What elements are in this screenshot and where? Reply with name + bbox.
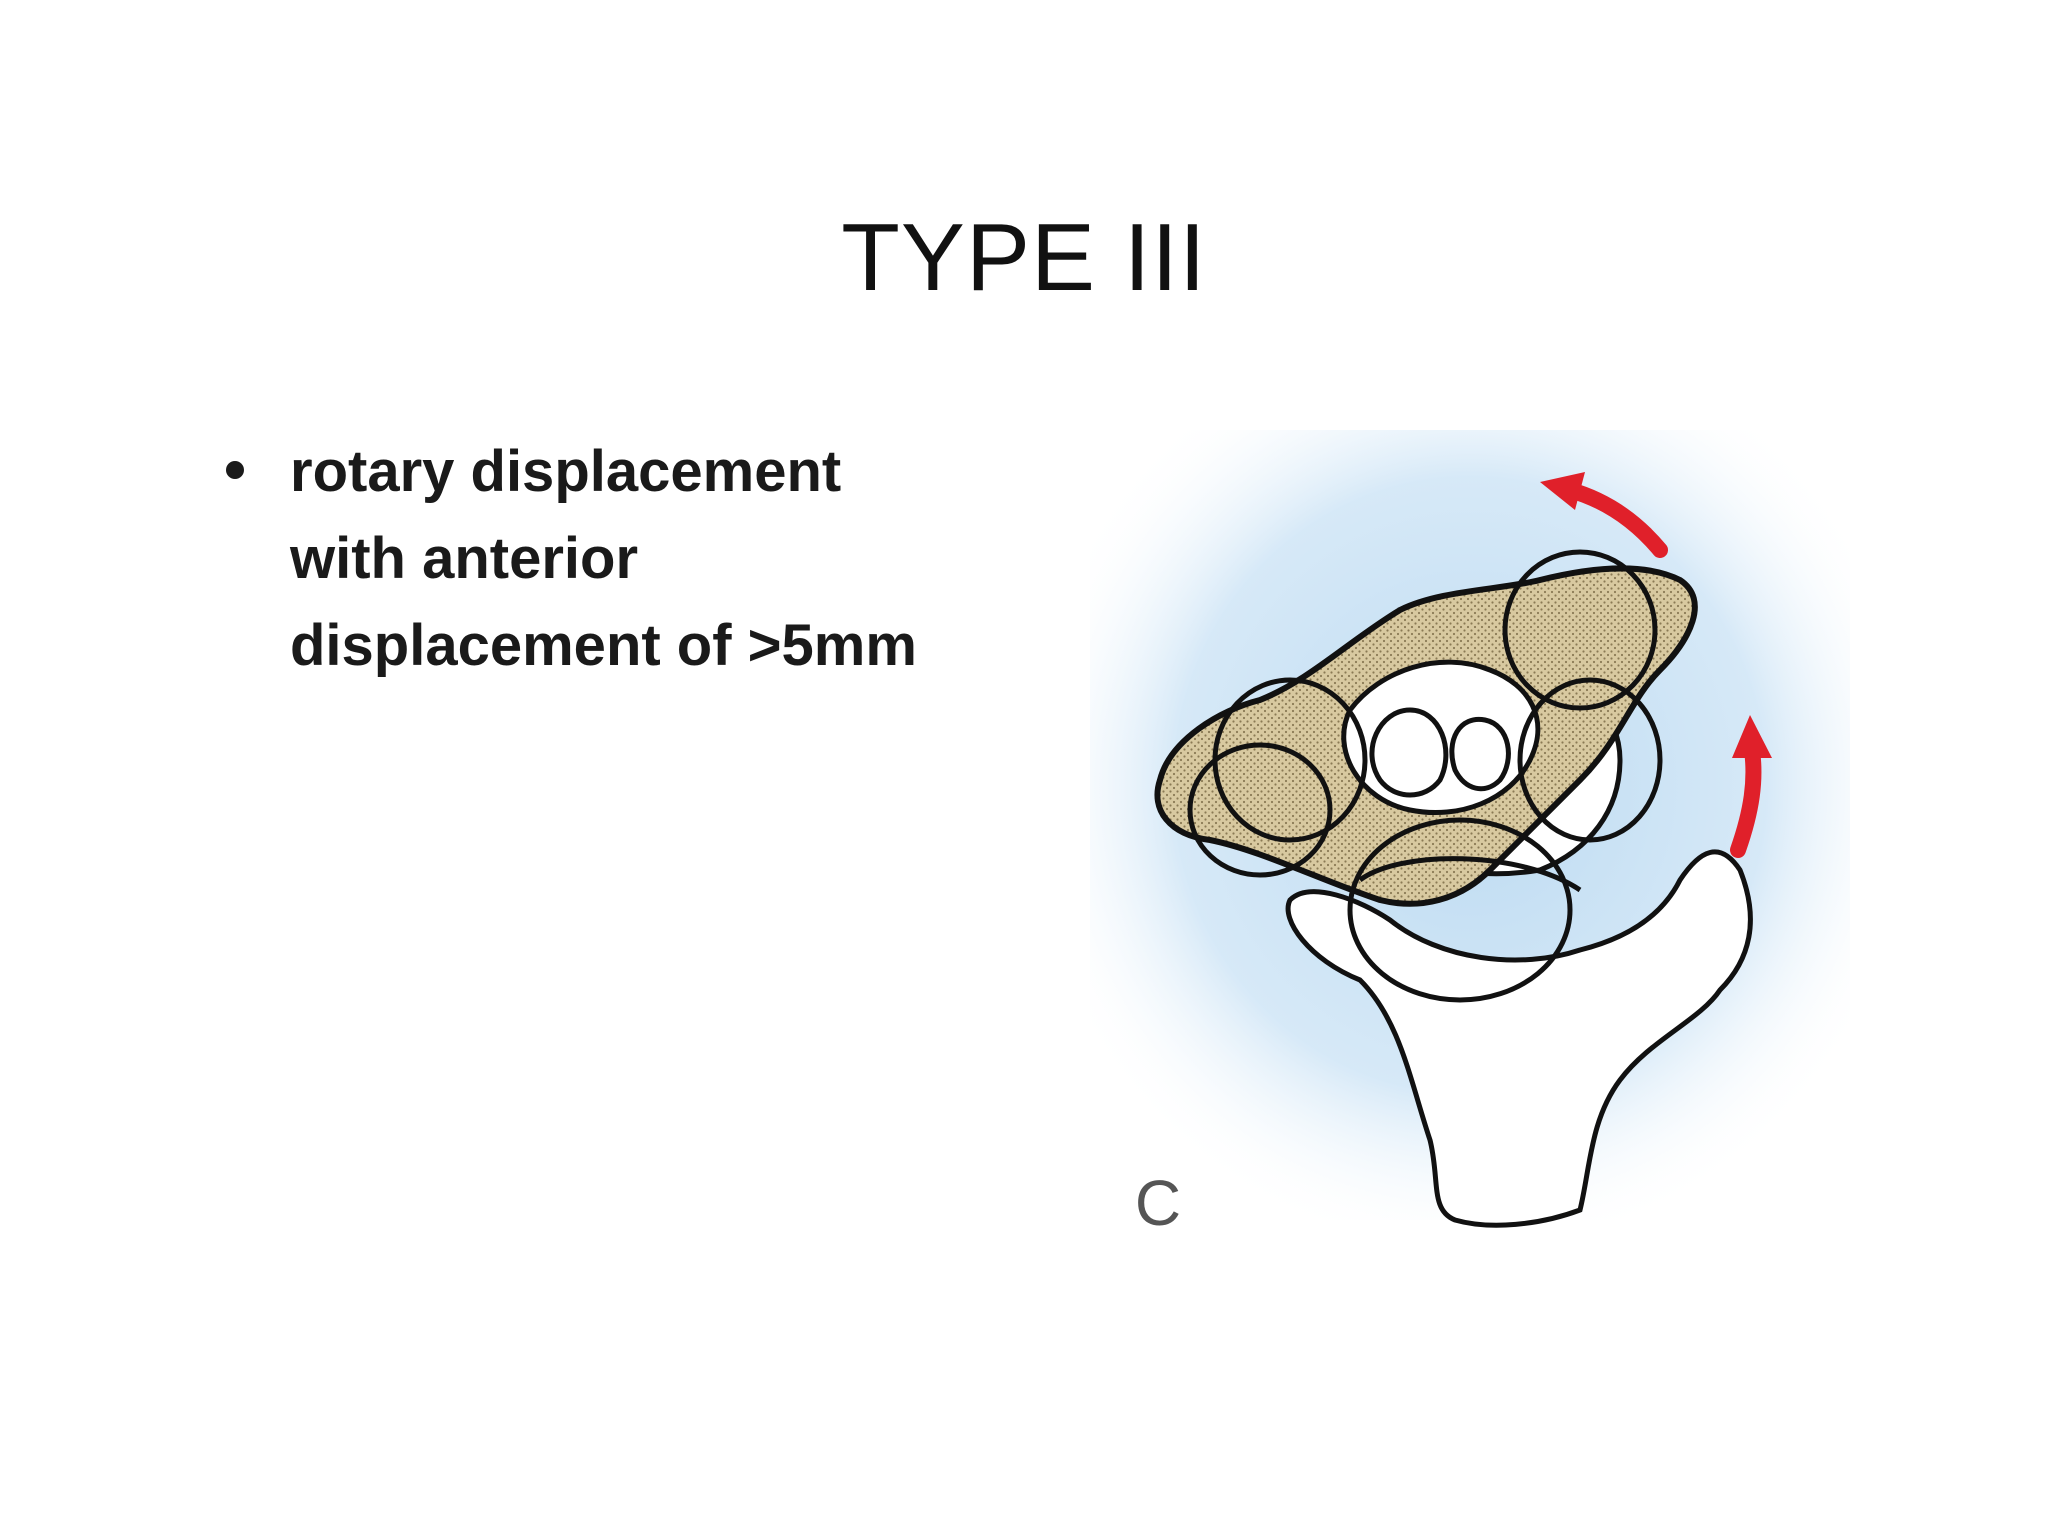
dens-inner xyxy=(1449,716,1511,792)
vertebra-diagram: C xyxy=(1060,380,1880,1300)
rotation-arrow-icon xyxy=(1540,472,1668,558)
facet-left-lower xyxy=(1187,742,1333,878)
facet-right-lower xyxy=(1517,677,1663,843)
bullet-text: rotary displacement with anterior displa… xyxy=(290,439,917,678)
bullet-icon xyxy=(226,461,244,479)
axis-body-outline xyxy=(1347,817,1573,1003)
panel-label: C xyxy=(1135,1167,1181,1239)
bullet-item: rotary displacement with anterior displa… xyxy=(218,428,1038,689)
dens xyxy=(1369,707,1449,798)
facet-right-upper xyxy=(1502,549,1658,711)
slide-title: TYPE III xyxy=(841,204,1207,311)
rotation-arrow-icon xyxy=(1730,715,1772,858)
axis-arch-line xyxy=(1358,856,1582,893)
bullet-list: rotary displacement with anterior displa… xyxy=(218,428,1038,689)
axis-vertebra xyxy=(1285,849,1753,1228)
